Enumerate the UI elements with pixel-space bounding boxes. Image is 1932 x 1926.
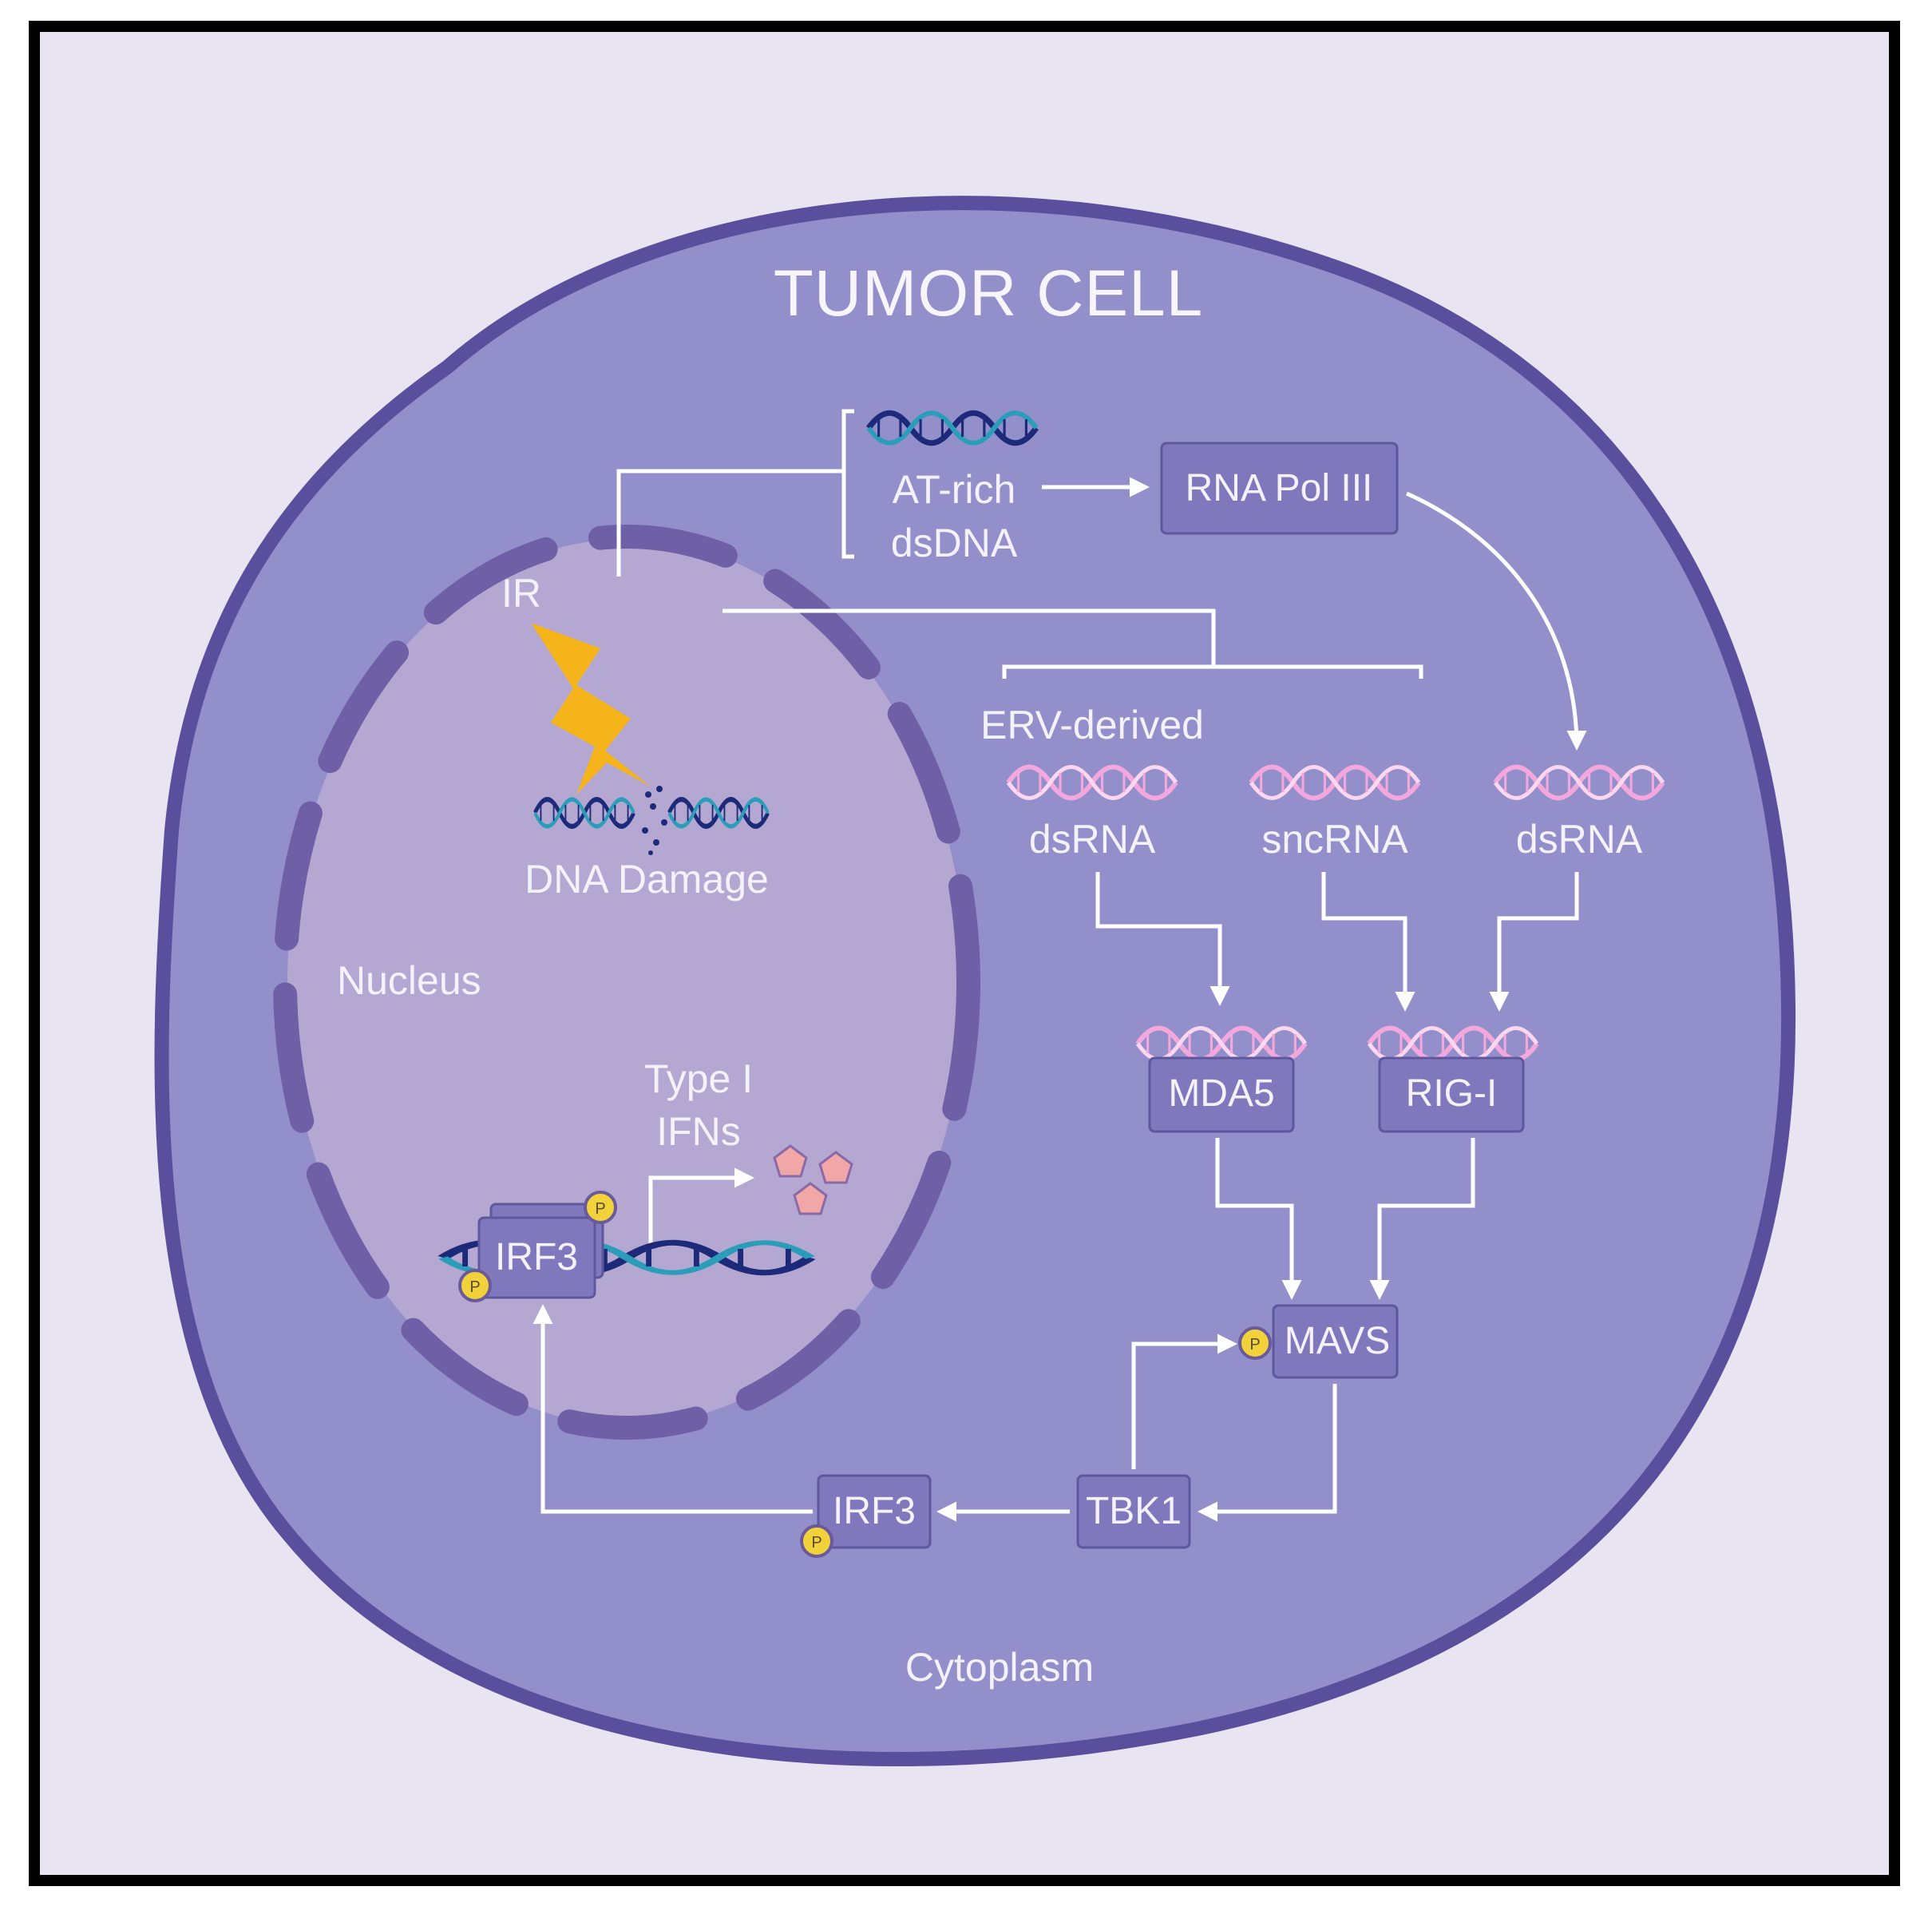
mda5-label: MDA5 [1168, 1072, 1274, 1115]
branch-to-erv [723, 608, 1216, 667]
damaged-dna-icon [535, 786, 768, 855]
type1-label-line2: IFNs [656, 1109, 741, 1154]
irf3-cytoplasm-label: IRF3 [833, 1490, 916, 1532]
irf3-cytoplasm-box [817, 1474, 932, 1549]
arrow-dsrna-to-rigi [1489, 872, 1579, 1012]
cell-title: TUMOR CELL [774, 257, 1204, 330]
type1-label-line1: Type I [644, 1056, 753, 1101]
erv-derived-label: ERV-derived [980, 703, 1204, 747]
arrow-sncrna-to-rigi [1321, 872, 1415, 1012]
dna-damage-label: DNA Damage [525, 857, 769, 902]
arrow-ifn-output [648, 1167, 754, 1250]
arrow-mavs-to-tbk1 [1198, 1384, 1337, 1522]
arrow-rigi-to-mavs [1369, 1138, 1475, 1300]
phospho-letter: P [595, 1200, 605, 1218]
rna-pol-iii-label: RNA Pol III [1186, 467, 1373, 509]
at-rich-label-line2: dsDNA [891, 521, 1018, 565]
arrow-tbk1-to-mavs [1131, 1334, 1237, 1469]
bracket-at-rich [841, 409, 854, 559]
bracket-erv [1002, 664, 1423, 679]
irf3-nucleus-label: IRF3 [495, 1236, 578, 1278]
mavs-label: MAVS [1285, 1320, 1390, 1362]
sncrna-label: sncRNA [1261, 817, 1408, 862]
branch-to-at-rich [616, 469, 844, 577]
arrow-mda5-to-mavs [1215, 1138, 1302, 1300]
rig-i-label: RIG-I [1406, 1072, 1498, 1115]
lightning-bolt-icon [531, 623, 651, 795]
mda5-box [1148, 1056, 1295, 1133]
arrow-irf3-to-nucleus [532, 1304, 813, 1514]
phospho-letter: P [811, 1534, 821, 1552]
pentagon-ifn-icon [773, 1144, 853, 1215]
tbk1-box [1076, 1474, 1191, 1549]
irf3-nucleus-box [477, 1216, 596, 1299]
tbk1-label: TBK1 [1086, 1490, 1182, 1532]
at-rich-label-line1: AT-rich [893, 467, 1016, 512]
rig-i-box [1378, 1056, 1525, 1133]
arrow-dsrna-to-mda5 [1095, 872, 1230, 1006]
nucleus-label: Nucleus [337, 958, 481, 1003]
cytoplasm-label: Cytoplasm [905, 1645, 1094, 1690]
arrow-polIII-to-dsrna [1405, 491, 1587, 751]
dsrna-right-label: dsRNA [1516, 817, 1643, 862]
phospho-letter: P [469, 1278, 480, 1296]
ir-label: IR [501, 571, 541, 616]
mavs-box [1272, 1304, 1399, 1379]
phospho-letter: P [1249, 1336, 1260, 1353]
nuclear-envelope [273, 525, 980, 1440]
dsrna-left-label: dsRNA [1029, 817, 1156, 862]
rna-pol-iii-box [1160, 442, 1399, 535]
